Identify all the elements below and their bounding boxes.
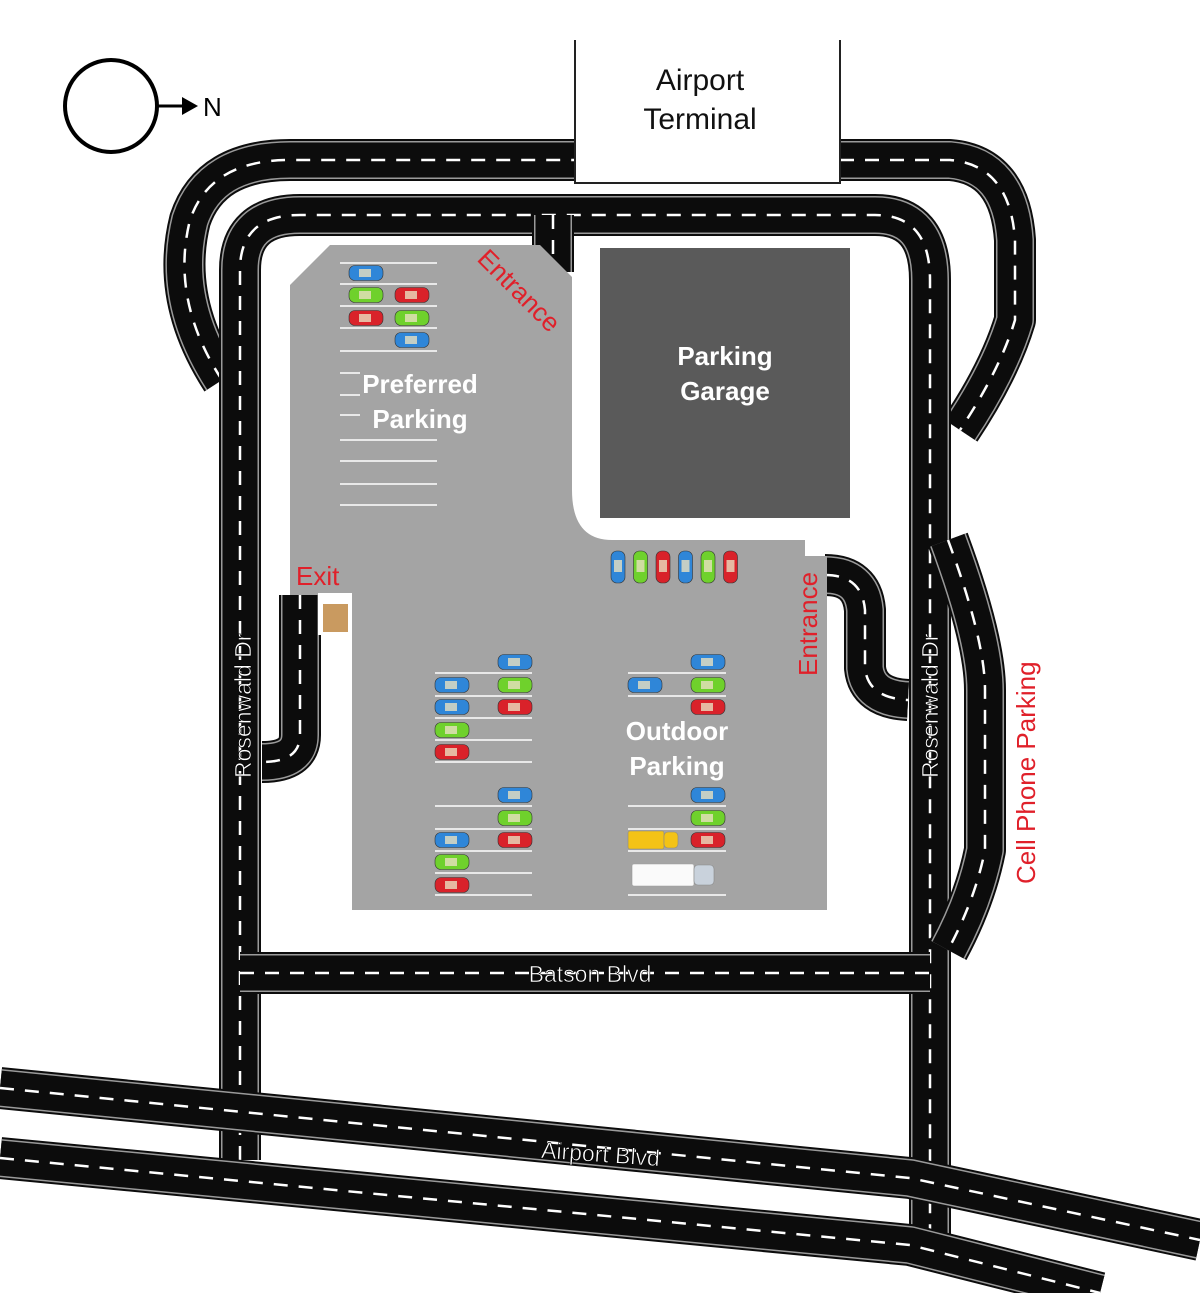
car-icon	[497, 677, 533, 693]
road-entrance-east[interactable]	[823, 554, 910, 721]
car-icon	[690, 677, 726, 693]
car-icon	[497, 810, 533, 826]
car-icon	[394, 287, 430, 303]
parked-vehicles	[348, 265, 738, 893]
truck-icon	[627, 830, 679, 850]
entrance-right-label: Entrance	[793, 572, 823, 676]
compass-north-label: N	[203, 92, 222, 122]
garage-label-2: Garage	[680, 376, 770, 406]
car-icon	[434, 699, 470, 715]
preferred-label-1: Preferred	[362, 369, 478, 399]
car-icon	[655, 550, 671, 584]
car-icon	[348, 265, 384, 281]
car-icon	[394, 332, 430, 348]
car-icon	[690, 654, 726, 670]
car-icon	[497, 699, 533, 715]
car-icon	[497, 832, 533, 848]
car-icon	[678, 550, 693, 584]
outdoor-label-1: Outdoor	[626, 716, 729, 746]
compass-icon	[63, 58, 198, 154]
preferred-label-2: Parking	[372, 404, 467, 434]
outdoor-label-2: Parking	[629, 751, 724, 781]
toll-booth-icon	[323, 604, 348, 632]
car-icon	[627, 677, 663, 693]
street-label-rosenwald-west: Rosenwald Dr	[230, 633, 256, 778]
car-icon	[394, 310, 430, 326]
car-icon	[497, 787, 533, 803]
street-label-batson: Batson Blvd	[529, 961, 652, 987]
car-icon	[348, 310, 384, 326]
car-icon	[497, 654, 533, 670]
car-icon	[434, 677, 470, 693]
car-icon	[610, 550, 626, 584]
car-icon	[633, 550, 648, 584]
car-icon	[723, 550, 738, 584]
car-icon	[690, 832, 726, 848]
car-icon	[434, 832, 470, 848]
parking-stalls	[340, 262, 726, 896]
road-cell-phone-lane[interactable]	[928, 532, 1006, 960]
road-exit[interactable]	[261, 595, 321, 783]
terminal-outline	[574, 40, 841, 184]
garage-label-1: Parking	[677, 341, 772, 371]
car-icon	[700, 550, 716, 584]
car-icon	[690, 787, 726, 803]
truck-icon	[631, 863, 715, 887]
exit-label: Exit	[296, 561, 340, 591]
car-icon	[690, 699, 726, 715]
roads	[0, 139, 1200, 1293]
terminal-label-2: Terminal	[643, 103, 756, 136]
car-icon	[434, 744, 470, 760]
parking-lot[interactable]	[290, 245, 827, 910]
street-label-rosenwald-east: Rosenwald Dr	[917, 633, 943, 778]
airport-terminal[interactable]	[575, 30, 840, 183]
road-airport-blvd-south[interactable]	[0, 1137, 1106, 1293]
car-icon	[434, 854, 470, 870]
car-icon	[348, 287, 384, 303]
cell-phone-parking-label[interactable]: Cell Phone Parking	[1011, 661, 1041, 884]
road-inner-loop[interactable]	[219, 194, 951, 1235]
terminal-label-1: Airport	[656, 64, 745, 97]
road-airport-blvd-north[interactable]	[0, 1067, 1200, 1261]
car-icon	[434, 722, 470, 738]
car-icon	[690, 810, 726, 826]
car-icon	[434, 877, 470, 893]
parking-garage[interactable]	[600, 248, 850, 518]
road-outer-loop[interactable]	[163, 139, 1036, 442]
